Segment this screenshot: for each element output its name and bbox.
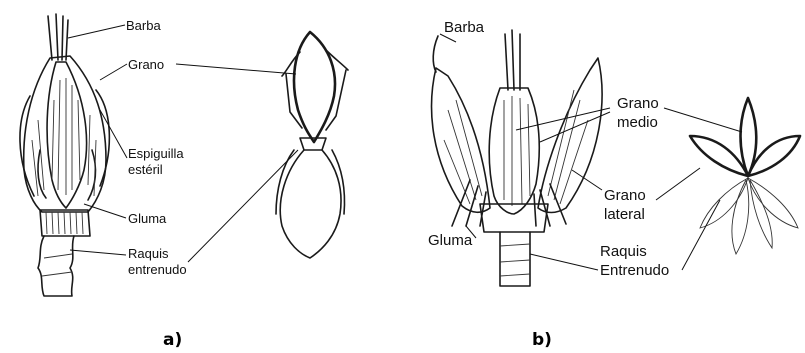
panel-a-labels: Barba Grano Espiguilla estéril Gluma Raq… <box>126 18 187 277</box>
label-barba-b: Barba <box>444 19 485 36</box>
panel-a: Barba Grano Espiguilla estéril Gluma Raq… <box>20 14 348 350</box>
panel-b: Barba Grano medio Grano lateral Gluma Ra… <box>428 19 800 350</box>
label-medio-b: medio <box>617 114 658 131</box>
panel-a-spikelet-drawing <box>20 14 109 296</box>
caption-b: b) <box>532 330 552 350</box>
label-gluma-b: Gluma <box>428 232 473 249</box>
label-lateral-b: lateral <box>604 206 645 223</box>
label-espiguilla-a: Espiguilla <box>128 146 184 161</box>
label-barba-a: Barba <box>126 18 161 33</box>
label-grano-medio-b: Grano <box>617 95 659 112</box>
panel-b-labels: Barba Grano medio Grano lateral Gluma Ra… <box>428 19 669 279</box>
caption-a: a) <box>163 330 182 350</box>
label-grano-a: Grano <box>128 57 164 72</box>
panel-a-grain-diagram <box>276 32 348 258</box>
label-entrenudo-a: entrenudo <box>128 262 187 277</box>
panel-a-leader-lines <box>68 25 298 262</box>
label-gluma-a: Gluma <box>128 211 167 226</box>
label-entrenudo-b: Entrenudo <box>600 262 669 279</box>
label-grano-lateral-b: Grano <box>604 187 646 204</box>
label-raquis-b: Raquis <box>600 243 647 260</box>
label-esteril-a: estéril <box>128 162 163 177</box>
label-raquis-a: Raquis <box>128 246 169 261</box>
